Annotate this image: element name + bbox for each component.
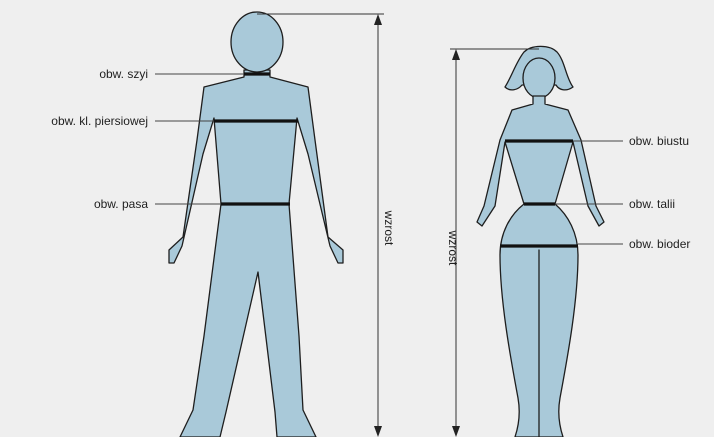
female-figure (477, 46, 604, 437)
female-head (523, 58, 555, 98)
female-hips-label: obw. bioder (629, 237, 690, 251)
female-height-arrow-bottom (452, 426, 460, 437)
male-head (231, 12, 283, 72)
male-figure (169, 12, 343, 437)
male-height-label: wzrost (382, 210, 396, 246)
female-bust-label: obw. biustu (629, 134, 689, 148)
male-waist-label: obw. pasa (94, 197, 148, 211)
male-height-arrow-bottom (374, 426, 382, 437)
male-body-silhouette (169, 70, 343, 437)
male-neck-label: obw. szyi (99, 67, 148, 81)
male-height-arrow-top (374, 14, 382, 25)
female-height-label: wzrost (446, 230, 460, 266)
female-body-silhouette (477, 96, 604, 437)
female-waist-label: obw. talii (629, 197, 675, 211)
male-chest-label: obw. kl. piersiowej (51, 114, 148, 128)
female-height-arrow-top (452, 49, 460, 60)
